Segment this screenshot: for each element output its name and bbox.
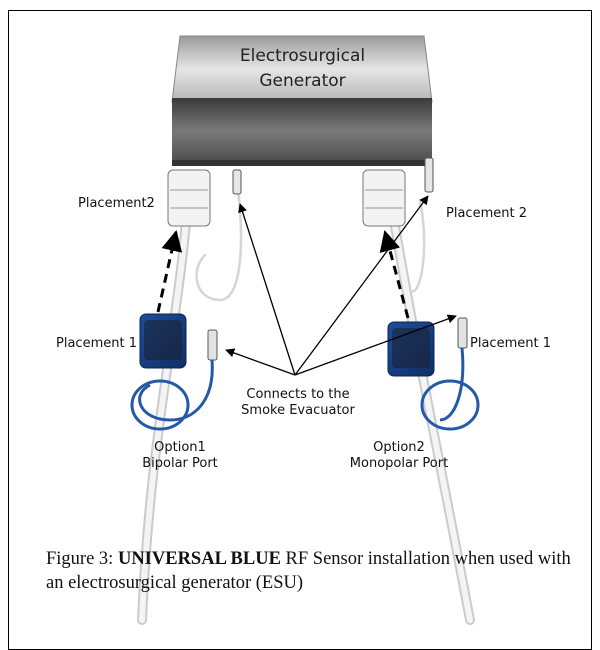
label-placement2-right: Placement 2	[446, 206, 527, 221]
label-placement1-left: Placement 1	[56, 336, 137, 351]
connector-right-top	[424, 157, 434, 193]
label-connects-line2: Smoke Evacuator	[241, 403, 355, 418]
blue-cable-right	[420, 317, 480, 431]
label-option1: Option1 Bipolar Port	[130, 440, 230, 472]
installation-diagram	[130, 35, 480, 625]
label-option1-line2: Bipolar Port	[142, 456, 218, 471]
caption-bold: UNIVERSAL BLUE	[117, 549, 281, 569]
placement2-sensor-right	[362, 169, 406, 227]
connector-left-top	[232, 169, 242, 195]
label-placement1-right: Placement 1	[470, 336, 551, 351]
placement-dashed-arrows	[156, 229, 410, 319]
generator-label-line2: Generator	[259, 71, 346, 91]
generator-label: Electrosurgical Generator	[180, 44, 425, 94]
label-option1-line1: Option1	[154, 440, 206, 455]
label-connects-line1: Connects to the	[246, 387, 350, 402]
label-placement2-left: Placement2	[78, 196, 155, 211]
generator-label-line1: Electrosurgical	[239, 46, 366, 66]
placement2-sensor-left	[167, 169, 211, 227]
connects-arrows	[225, 195, 457, 376]
label-option2-line2: Monopolar Port	[349, 456, 449, 471]
caption-prefix: Figure 3:	[46, 549, 118, 569]
placement1-sensor-left	[139, 313, 187, 369]
figure-caption: Figure 3: UNIVERSAL BLUE RF Sensor insta…	[46, 547, 586, 595]
label-option2: Option2 Monopolar Port	[344, 440, 454, 472]
label-connects: Connects to the Smoke Evacuator	[238, 387, 358, 419]
electrosurgical-generator	[171, 35, 433, 166]
label-option2-line1: Option2	[373, 440, 425, 455]
placement1-sensor-right	[387, 321, 435, 377]
blue-cable-left	[130, 329, 218, 431]
caption-rest: RF Sensor installation when used with an…	[46, 549, 571, 593]
